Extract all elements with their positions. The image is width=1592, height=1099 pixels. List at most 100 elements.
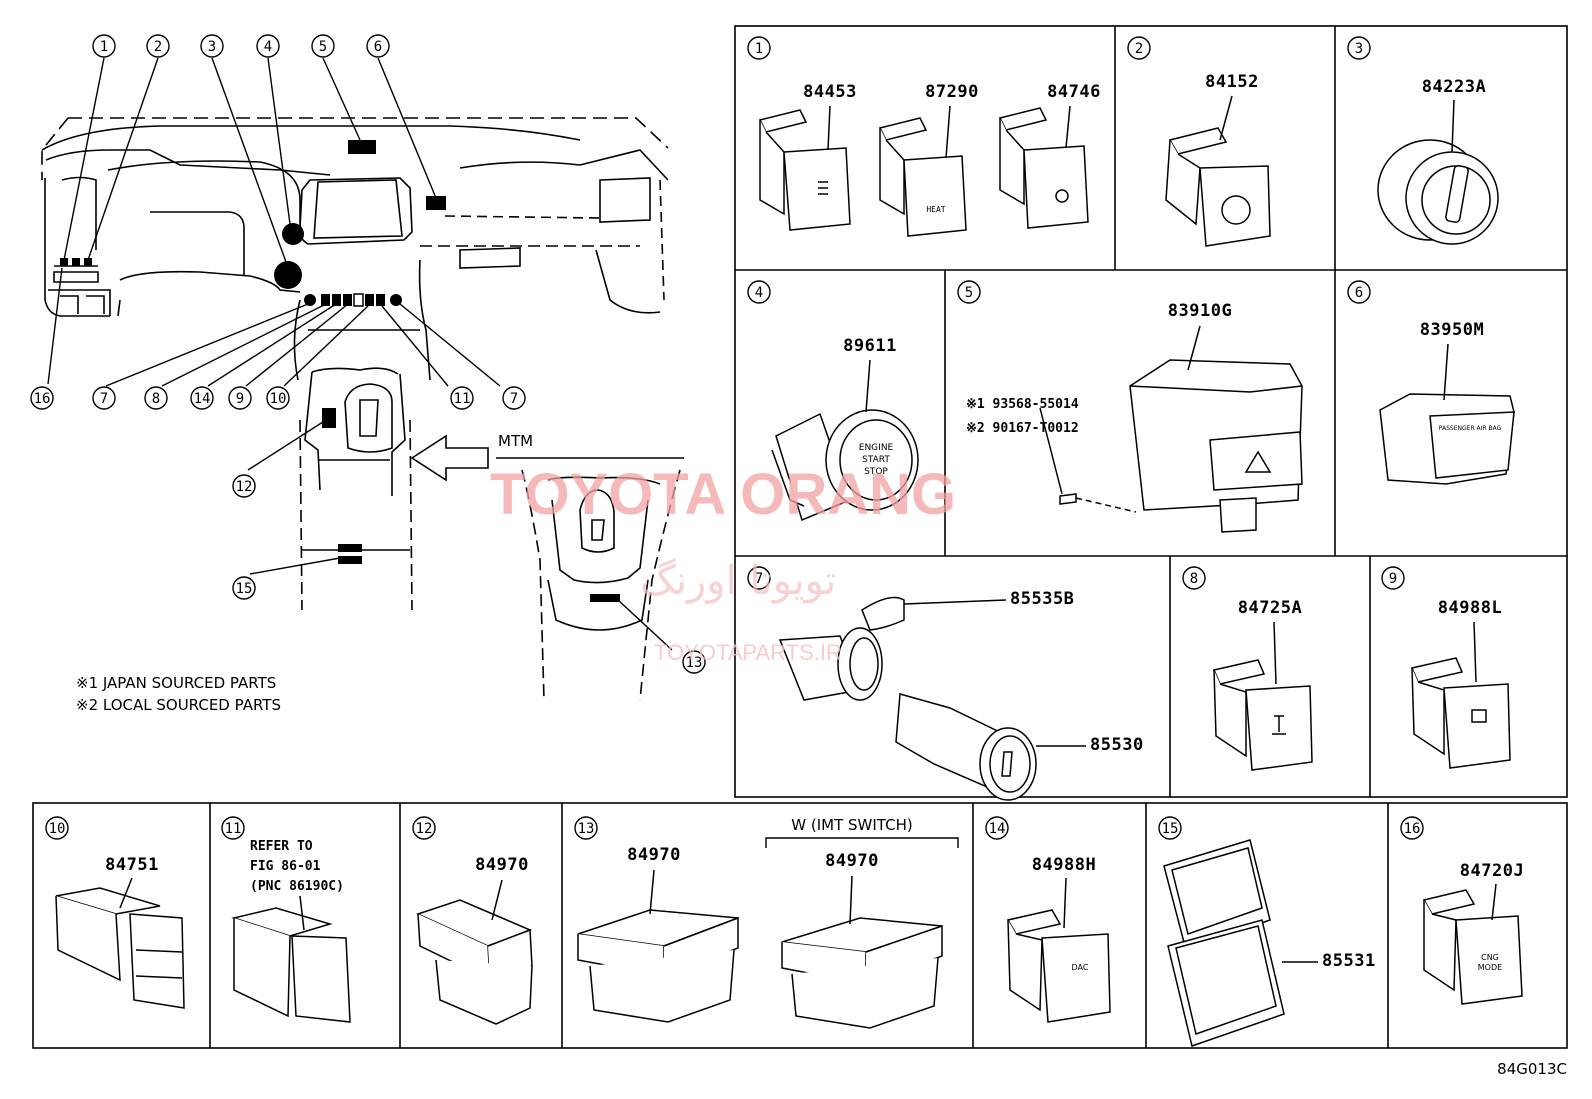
note-japan-sourced: ※1 JAPAN SOURCED PARTS xyxy=(76,674,276,692)
svg-text:HEAT: HEAT xyxy=(926,205,945,214)
switch-84751-drawing xyxy=(55,877,185,1009)
socket-85531-drawing xyxy=(1163,839,1318,1047)
part-87290: 87290 xyxy=(925,82,979,102)
watermark-title: TOYOTA ORANG xyxy=(490,462,956,527)
switch-84720J-drawing xyxy=(1422,883,1523,1005)
overview-callout-label: 7 xyxy=(510,391,518,407)
overview-callout-6: 6 xyxy=(366,34,390,58)
panel-3: 3 84223A xyxy=(1347,36,1499,245)
callout-3: 3 xyxy=(1347,36,1371,60)
overview-callout-1: 1 xyxy=(92,34,116,58)
overview-callout-label: 3 xyxy=(208,39,216,55)
overview-callout-label: 4 xyxy=(264,39,272,55)
part-84988H: 84988H xyxy=(1032,855,1096,875)
part-84970-a: 84970 xyxy=(627,845,681,865)
callout-leaders xyxy=(47,57,673,651)
socket-85535B-drawing xyxy=(778,596,1007,701)
overview-callout-16: 16 xyxy=(30,386,54,410)
switch-84453-drawing xyxy=(758,105,851,231)
dashboard-switch-markers xyxy=(60,140,446,564)
overview-callout-15: 15 xyxy=(232,576,256,600)
panel-13: 13 84970 W (IMT SWITCH) 84970 xyxy=(574,816,959,1029)
mtm-inset xyxy=(410,434,684,701)
overview-callout-14: 14 xyxy=(190,386,214,410)
callout-5: 5 xyxy=(957,280,981,304)
overview-callout-13: 13 xyxy=(682,650,706,674)
switch-84223A-drawing xyxy=(1377,99,1499,245)
callout-9: 9 xyxy=(1381,566,1405,590)
callout-14: 14 xyxy=(985,816,1009,840)
overview-callout-label: 11 xyxy=(454,391,471,407)
callout-15: 15 xyxy=(1158,816,1182,840)
overview-callout-10: 10 xyxy=(266,386,290,410)
svg-text:16: 16 xyxy=(1404,821,1421,837)
note-local-sourced: ※2 LOCAL SOURCED PARTS xyxy=(76,696,281,714)
overview-callout-label: 13 xyxy=(686,655,703,671)
refer-to-label: REFER TO xyxy=(250,839,313,854)
panel-12: 12 84970 xyxy=(412,816,533,1025)
panel-4: 4 89611 ENGINE START STOP xyxy=(747,280,919,522)
part-84970-b: 84970 xyxy=(825,851,879,871)
svg-text:8: 8 xyxy=(1190,571,1198,587)
overview-callout-label: 16 xyxy=(34,391,51,407)
panel-grid xyxy=(32,25,1568,1049)
overview-callout-label: 5 xyxy=(319,39,327,55)
callout-10: 10 xyxy=(45,816,69,840)
airbag-label: PASSENGER AIR BAG xyxy=(1439,425,1502,432)
part-84988L: 84988L xyxy=(1438,598,1502,618)
button-engine-label: ENGINE xyxy=(859,443,894,453)
switch-84970-b-drawing xyxy=(781,875,943,1029)
plug-85530-drawing xyxy=(895,693,1086,801)
svg-text:12: 12 xyxy=(416,821,433,837)
watermark-url: TOYOTAPARTS.IR xyxy=(654,640,842,665)
part-85535B: 85535B xyxy=(1010,589,1074,609)
watermark-farsi: تویوتا اورنگ xyxy=(640,558,836,604)
callout-11: 11 xyxy=(221,816,245,840)
switch-84970-a-drawing xyxy=(577,869,739,1023)
part-84725A: 84725A xyxy=(1238,598,1302,618)
switch-84988L-drawing xyxy=(1410,621,1511,769)
panel-16: 16 84720J CNG MODE xyxy=(1400,816,1524,1005)
usb-switch-drawing xyxy=(231,895,351,1023)
switch-84725A-drawing xyxy=(1212,621,1313,771)
refer-fig-label: FIG 86-01 xyxy=(250,859,321,874)
part-85531: 85531 xyxy=(1322,951,1376,971)
callout-1: 1 xyxy=(747,36,771,60)
figure-code: 84G013C xyxy=(1497,1060,1567,1078)
panel-2: 2 84152 xyxy=(1127,36,1271,247)
overview-callout-3: 3 xyxy=(200,34,224,58)
svg-text:2: 2 xyxy=(1135,41,1143,57)
svg-text:13: 13 xyxy=(578,821,595,837)
panel-1: 1 84453 87290 84746 HEAT xyxy=(747,36,1101,237)
ref-local-screw: ※2 90167-T0012 xyxy=(966,421,1079,436)
svg-text:15: 15 xyxy=(1162,821,1179,837)
indicator-83950M-drawing xyxy=(1379,343,1515,485)
part-84223A: 84223A xyxy=(1422,77,1486,97)
overview-callout-2: 2 xyxy=(146,34,170,58)
overview-callout-7: 7 xyxy=(92,386,116,410)
part-83950M: 83950M xyxy=(1420,320,1484,340)
svg-text:9: 9 xyxy=(1389,571,1397,587)
overview-callout-11: 11 xyxy=(450,386,474,410)
svg-text:7: 7 xyxy=(755,571,763,587)
svg-text:11: 11 xyxy=(225,821,242,837)
panel-9: 9 84988L xyxy=(1381,566,1511,769)
part-84970-p12: 84970 xyxy=(475,855,529,875)
callout-4: 4 xyxy=(747,280,771,304)
callout-16: 16 xyxy=(1400,816,1424,840)
switch-84970-p12-drawing xyxy=(415,879,533,1025)
panel-15: 15 85531 xyxy=(1158,816,1376,1047)
panel-14: 14 84988H DAC xyxy=(985,816,1111,1023)
svg-text:1: 1 xyxy=(755,41,763,57)
overview-callout-12: 12 xyxy=(232,474,256,498)
part-84746: 84746 xyxy=(1047,82,1101,102)
callout-12: 12 xyxy=(412,816,436,840)
overview-callout-4: 4 xyxy=(256,34,280,58)
part-84751: 84751 xyxy=(105,855,159,875)
switch-84988H-drawing xyxy=(1006,877,1111,1023)
mode-label: MODE xyxy=(1478,963,1502,972)
callout-6: 6 xyxy=(1347,280,1371,304)
panel-8: 8 84725A xyxy=(1182,566,1313,771)
